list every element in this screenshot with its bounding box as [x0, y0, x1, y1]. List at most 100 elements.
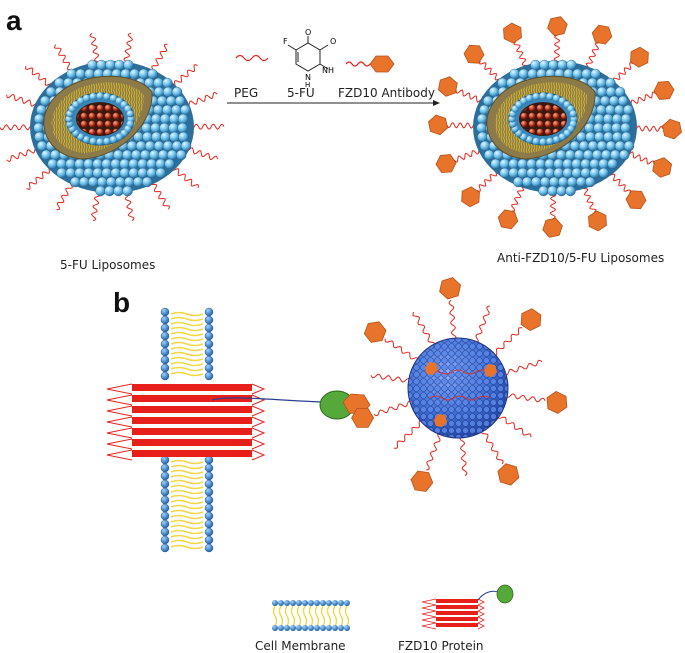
- peg-chain: [503, 359, 543, 376]
- legend-lipid-head: [314, 625, 320, 631]
- peg-label: PEG: [234, 86, 258, 100]
- legend-lipid-head: [290, 625, 296, 631]
- antibody-icon: [547, 16, 568, 37]
- legend-protein-helix: [436, 599, 478, 603]
- legend-protein-loop: [477, 622, 485, 630]
- membrane-lipid-heads: [160, 455, 214, 553]
- legend-protein-label: FZD10 Protein: [398, 639, 484, 653]
- legend-protein-loop: [421, 598, 437, 606]
- protein-loop-right: [251, 427, 266, 439]
- peg-chain: [412, 311, 435, 347]
- antibody-icon: [542, 217, 563, 238]
- peg-chain: [6, 146, 40, 163]
- legend-lipid-head: [272, 625, 278, 631]
- protein-loop-left: [106, 416, 133, 428]
- legend-lipid-head: [278, 625, 284, 631]
- legend-lipid-head: [308, 600, 314, 606]
- antibody-icon: [410, 470, 434, 492]
- peg-chain: [184, 147, 218, 161]
- antibody-icon: [520, 308, 542, 332]
- antibody-icon: [630, 46, 649, 68]
- peg-chain: [89, 32, 101, 66]
- peg-chain: [26, 166, 53, 190]
- legend-protein-loop: [421, 604, 437, 612]
- protein-loop-right: [251, 438, 266, 450]
- legend-lipid-tail: [332, 605, 338, 627]
- targeted-liposome-antibodies: [351, 277, 568, 492]
- drug-core-beads: [520, 103, 566, 135]
- peg-chain: [189, 123, 225, 130]
- right-liposome: [473, 59, 637, 197]
- legend-lipid-head: [296, 625, 302, 631]
- peg-chain: [625, 151, 655, 165]
- legend-lipid-head: [344, 600, 350, 606]
- protein-helix: [132, 406, 252, 413]
- peg-chain: [455, 89, 485, 103]
- peg-chain: [481, 429, 504, 465]
- peg-chain: [171, 64, 198, 88]
- legend-lipid-tail: [344, 605, 350, 627]
- legend-protein-helix: [436, 605, 478, 609]
- peg-chain: [581, 184, 597, 213]
- right-liposome-label: Anti-FZD10/5-FU Liposomes: [497, 251, 664, 265]
- legend-lipid-head: [284, 600, 290, 606]
- peg-chain: [475, 305, 490, 344]
- targeted-liposome-chains: [370, 299, 546, 477]
- legend-protein-loop: [477, 610, 485, 618]
- targeted-liposome-sphere: [407, 337, 509, 439]
- peg-chain: [149, 180, 170, 210]
- peg-chain: [513, 41, 529, 70]
- cell-membrane-lower: [160, 455, 214, 553]
- legend-lipid-tail: [296, 605, 302, 627]
- protein-helix: [132, 395, 252, 402]
- antibody-icon: [588, 210, 607, 232]
- antibody-icon: [662, 118, 682, 140]
- peg-chain: [426, 432, 441, 471]
- legend-lipid-head: [308, 625, 314, 631]
- peg-chain: [54, 44, 75, 74]
- antibody-icon: [463, 44, 485, 64]
- peg-chain: [492, 327, 523, 357]
- legend-lipid-tail: [308, 605, 314, 627]
- peg-chain: [123, 32, 133, 66]
- ring-hydrogen: H: [305, 81, 310, 89]
- 5fu-structure-icon: [287, 36, 329, 72]
- protein-helix: [132, 417, 252, 424]
- panel-a-letter: a: [6, 5, 22, 36]
- antibody-icon: [363, 321, 387, 343]
- peg-chain: [476, 168, 499, 192]
- antibody-icon: [625, 190, 647, 210]
- fluorine-atom: F: [283, 37, 288, 46]
- antibody-label: FZD10 Antibody: [338, 86, 435, 100]
- drug-core-beads: [77, 103, 123, 135]
- antibody-icon: [435, 154, 457, 174]
- legend-lipid-head: [302, 600, 308, 606]
- legend-lipid-head: [326, 625, 332, 631]
- protein-loop-left: [106, 383, 133, 395]
- oxygen-atom-top: O: [305, 28, 311, 37]
- legend-protein-loop: [477, 604, 485, 612]
- legend-protein-loop: [421, 622, 437, 630]
- peg-chain: [0, 124, 35, 131]
- protein-helix: [132, 439, 252, 446]
- legend-lipid-tail: [302, 605, 308, 627]
- right-liposome-antibodies: [428, 16, 682, 238]
- legend-binding-domain: [496, 584, 514, 604]
- legend-lipid-head: [278, 600, 284, 606]
- antibody-icon: [503, 22, 522, 44]
- liposome-inner-beads: [65, 92, 135, 146]
- legend-lipid-head: [320, 600, 326, 606]
- antibody-icon: [546, 391, 568, 414]
- legend-lipid-tail: [338, 605, 344, 627]
- legend-membrane-icon: [272, 600, 350, 631]
- peg-chain: [6, 93, 40, 107]
- protein-linker: [211, 397, 323, 403]
- peg-chain: [171, 166, 199, 188]
- legend-lipid-head: [296, 600, 302, 606]
- peg-chain: [393, 419, 424, 449]
- legend-protein-loop: [477, 598, 485, 606]
- peg-chain: [56, 180, 74, 211]
- membrane-lipid-tails: [170, 459, 204, 550]
- peg-chain: [607, 171, 631, 194]
- peg-chain: [632, 125, 664, 132]
